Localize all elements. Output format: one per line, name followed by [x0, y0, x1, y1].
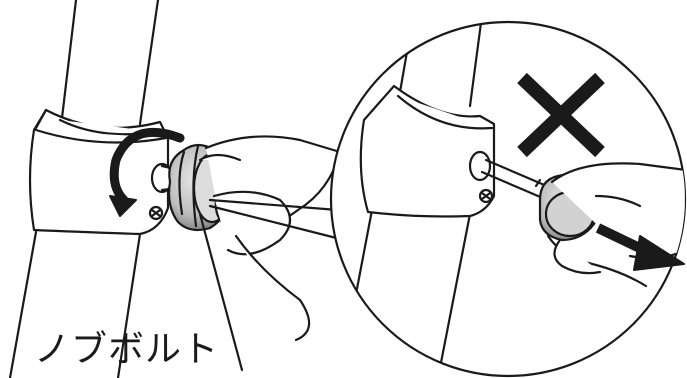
knob-bolt-label: ノブボルト: [34, 330, 219, 370]
hand-left: [200, 136, 340, 340]
